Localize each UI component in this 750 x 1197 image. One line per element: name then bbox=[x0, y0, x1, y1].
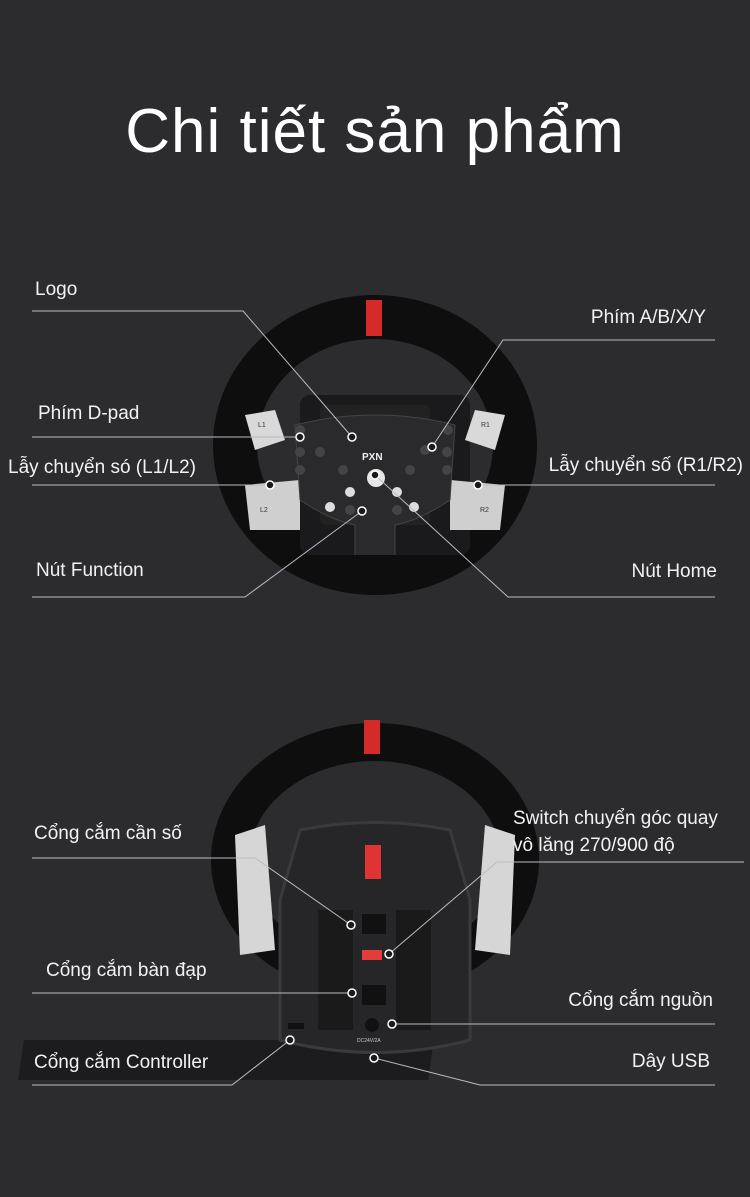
label-home-button: Nút Home bbox=[631, 561, 717, 582]
brand-logo: PXN bbox=[362, 452, 383, 463]
callout-dots bbox=[265, 432, 483, 1063]
hub-plate bbox=[294, 414, 456, 566]
back-wheel-image: DC24V/2A bbox=[18, 720, 539, 1080]
page-title: Chi tiết sản phẩm bbox=[125, 97, 625, 166]
label-dpad: Phím D-pad bbox=[38, 403, 140, 424]
label-power-port: Cổng cắm nguồn bbox=[568, 990, 713, 1011]
label-abxy-buttons: Phím A/B/X/Y bbox=[590, 307, 706, 328]
label-function-button: Nút Function bbox=[36, 560, 144, 581]
r2-mark: R2 bbox=[480, 507, 489, 514]
label-switch-line2: vô lăng 270/900 độ bbox=[513, 835, 675, 856]
l1-mark: L1 bbox=[258, 422, 266, 429]
l2-mark: L2 bbox=[260, 507, 268, 514]
center-marker bbox=[366, 300, 382, 336]
label-shifter-port: Cổng cắm cần số bbox=[34, 823, 182, 844]
leader-lines bbox=[32, 310, 744, 1086]
label-usb-cable: Dây USB bbox=[631, 1051, 710, 1072]
power-rating-mark: DC24V/2A bbox=[357, 1038, 381, 1044]
r1-mark: R1 bbox=[481, 422, 490, 429]
label-paddle-right: Lẫy chuyển số (R1/R2) bbox=[548, 455, 743, 476]
front-wheel-image: L1 R1 L2 R2 PXN bbox=[213, 295, 537, 595]
label-switch-line1: Switch chuyển góc quay bbox=[513, 808, 718, 829]
label-paddle-left: Lẫy chuyển só (L1/L2) bbox=[8, 457, 197, 478]
label-logo: Logo bbox=[35, 279, 78, 300]
label-pedal-port: Cổng cắm bàn đạp bbox=[46, 960, 207, 981]
label-controller-port: Cổng cắm Controller bbox=[34, 1052, 209, 1073]
